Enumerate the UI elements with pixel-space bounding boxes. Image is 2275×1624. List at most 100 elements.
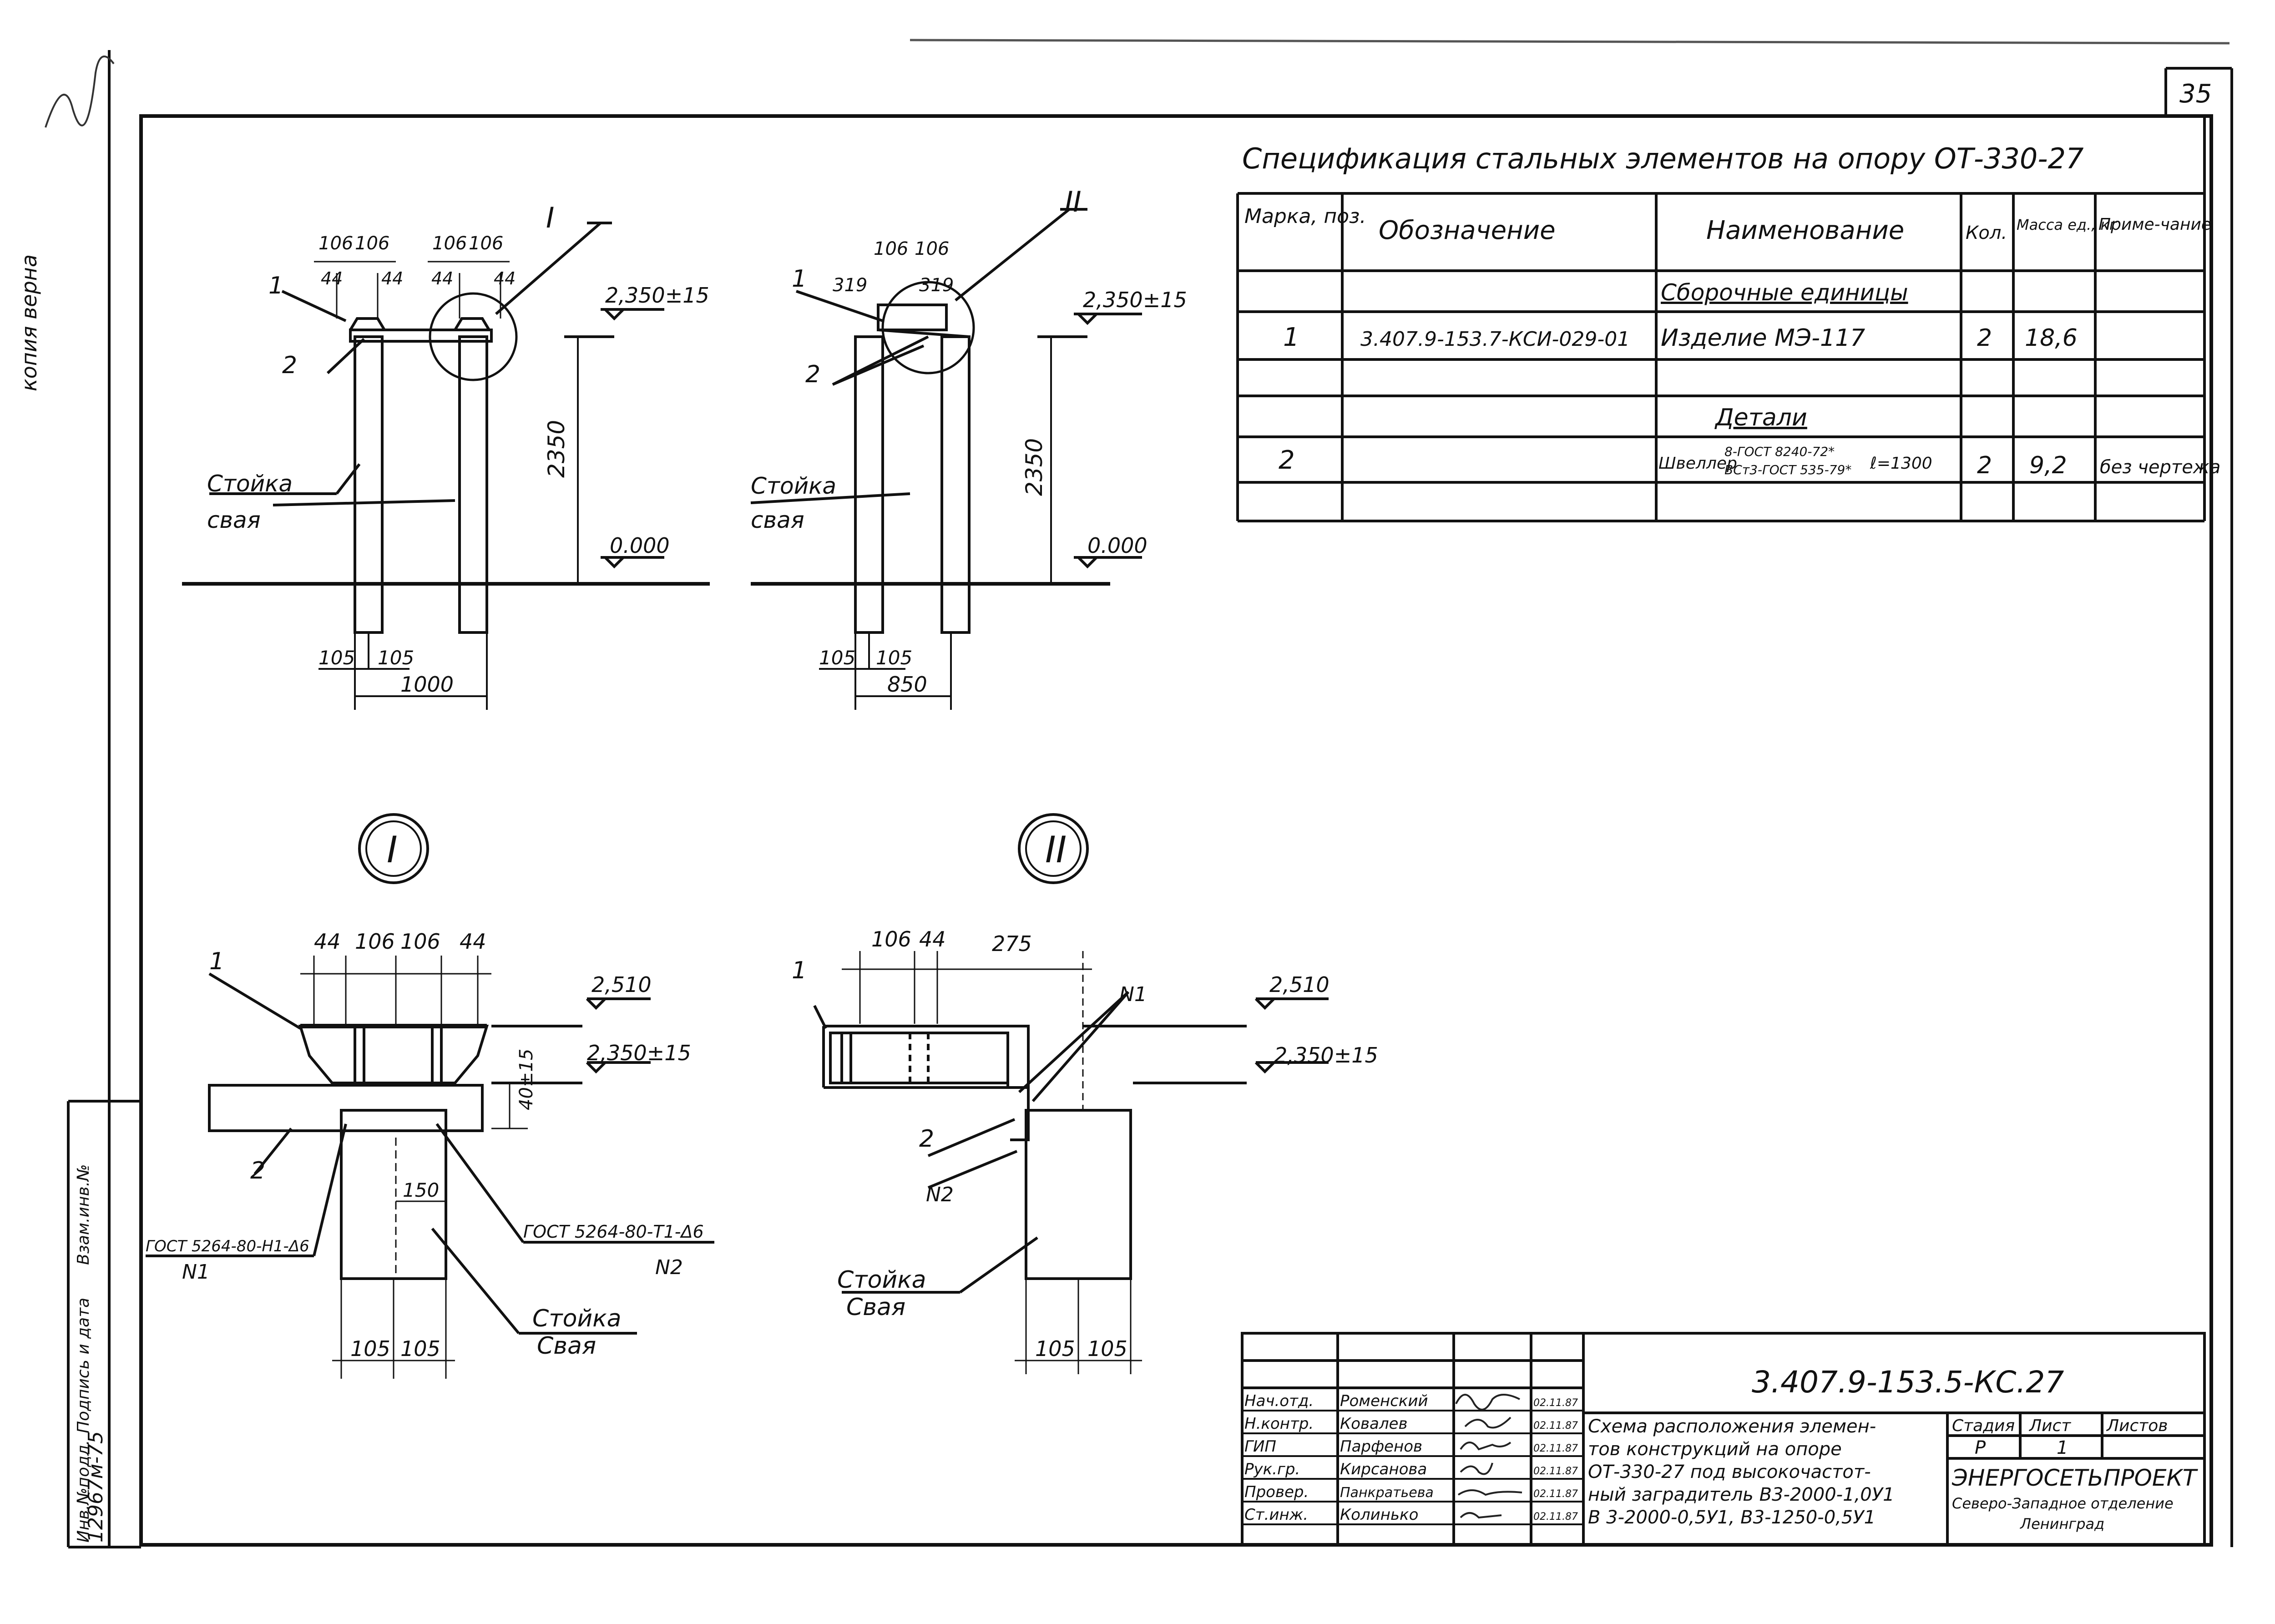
elev1-dim-106d: 106 <box>469 233 503 254</box>
spec-row1-qty: 2 <box>1977 324 1992 352</box>
spec-header-code: Обозначение <box>1379 216 1556 245</box>
tb-date-2: 02.11.87 <box>1533 1420 1578 1432</box>
spec-group-assembly: Сборочные единицы <box>1661 279 1908 306</box>
det1-width-dim: 150 <box>403 1179 439 1201</box>
tb-date-1: 02.11.87 <box>1533 1397 1578 1409</box>
det2-dim-44: 44 <box>919 927 946 951</box>
callout-I-label: I <box>546 201 554 234</box>
spec-group-details: Детали <box>1714 404 1807 431</box>
elev1-dim-105b: 105 <box>378 647 414 669</box>
spec-title: Спецификация стальных элементов на опору… <box>1242 142 2084 175</box>
det1-level-top: 2,510 <box>592 972 652 997</box>
elev1-dim-106a: 106 <box>318 233 353 254</box>
elev2-dim-106b: 106 <box>915 238 949 259</box>
detail-II-title: II <box>1045 829 1067 871</box>
elev1-post-label-2: свая <box>207 507 261 533</box>
det1-pos-1: 1 <box>209 948 224 975</box>
elev1-dim-1000: 1000 <box>400 672 454 697</box>
title-line-2: тов конструкций на опоре <box>1588 1439 1842 1460</box>
elev2-dim-319b: 319 <box>919 275 954 296</box>
spec-header-qty: Кол. <box>1966 223 2007 243</box>
det2-dim-105a: 105 <box>1035 1336 1075 1361</box>
det2-weld-n2: N2 <box>926 1183 954 1206</box>
org-name: ЭНЕРГОСЕТЬПРОЕКТ <box>1951 1465 2198 1491</box>
side-label-sign: Подпись и дата <box>74 1298 93 1433</box>
tb-name-5: Панкратьева <box>1340 1485 1434 1501</box>
elev1-dim-44d: 44 <box>494 268 516 288</box>
det1-weld-left: ГОСТ 5264-80-Н1-Δ6 <box>146 1237 309 1255</box>
stage-label: Стадия <box>1952 1417 2015 1435</box>
title-block <box>1241 1332 2206 1546</box>
spec-row2-name-b: 8-ГОСТ 8240-72* <box>1724 444 1835 459</box>
elev2-post-label-2: свая <box>751 507 804 533</box>
elev1-dim-106b: 106 <box>355 233 389 254</box>
elev1-dim-106c: 106 <box>432 233 467 254</box>
tb-role-4: Рук.гр. <box>1244 1460 1300 1478</box>
elevation-2 <box>750 208 1142 710</box>
spec-row2-mass: 9,2 <box>2029 452 2067 479</box>
tb-name-6: Колинько <box>1340 1506 1418 1524</box>
tb-role-2: Н.контр. <box>1244 1415 1314 1433</box>
elev1-pos-1: 1 <box>268 272 283 299</box>
det1-dim-106b: 106 <box>400 929 440 954</box>
elev1-level-top: 2,350±15 <box>605 283 709 308</box>
det2-pos-2: 2 <box>919 1125 934 1153</box>
tb-role-5: Провер. <box>1244 1483 1309 1501</box>
tb-role-1: Нач.отд. <box>1244 1392 1314 1410</box>
spec-header-mass: Масса ед., кг <box>2017 216 2117 233</box>
spec-row1-name: Изделие МЭ-117 <box>1661 324 1865 352</box>
elev2-dim-319a: 319 <box>833 275 867 296</box>
spec-row2-pos: 2 <box>1279 445 1295 475</box>
elev2-pos-1: 1 <box>792 265 807 293</box>
det1-dim-105b: 105 <box>400 1336 440 1361</box>
det1-dim-44b: 44 <box>460 929 486 954</box>
det1-level-mid: 2,350±15 <box>587 1041 691 1065</box>
tb-name-4: Кирсанова <box>1340 1460 1427 1478</box>
det1-height-dim: 40±15 <box>516 1049 537 1110</box>
det1-weld-right: ГОСТ 5264-80-Т1-Δ6 <box>523 1222 704 1242</box>
tb-name-2: Ковалев <box>1340 1415 1408 1433</box>
det2-dim-106: 106 <box>871 927 911 951</box>
elevation-1 <box>182 222 710 710</box>
spec-row2-note: без чертежа <box>2100 457 2220 478</box>
tb-role-3: ГИП <box>1244 1437 1276 1456</box>
elev1-dim-44c: 44 <box>431 268 453 288</box>
det2-dim-105b: 105 <box>1087 1336 1127 1361</box>
det1-dim-105a: 105 <box>350 1336 390 1361</box>
det1-post-label-2: Свая <box>537 1332 596 1360</box>
det2-pos-1: 1 <box>792 957 807 984</box>
detail-I-title: I <box>387 829 398 871</box>
elev2-dim-105b: 105 <box>876 647 912 669</box>
det1-pos-2: 2 <box>250 1157 265 1184</box>
page-number: 35 <box>2179 79 2212 109</box>
inv-number: 12967м-75 <box>84 1431 107 1543</box>
elev1-post-label-1: Стойка <box>207 471 293 497</box>
det2-level-top: 2,510 <box>1269 972 1330 997</box>
elev2-level-top: 2,350±15 <box>1083 288 1187 312</box>
det2-post-label-1: Стойка <box>837 1266 926 1294</box>
tb-name-3: Парфенов <box>1340 1437 1422 1456</box>
sheets-label: Листов <box>2106 1417 2168 1435</box>
detail-1 <box>146 813 714 1379</box>
tb-date-4: 02.11.87 <box>1533 1466 1578 1477</box>
spec-table <box>1236 116 2206 522</box>
sheet-border <box>139 114 2213 1547</box>
title-line-1: Схема расположения элемен- <box>1588 1416 1876 1437</box>
elev2-dim-105a: 105 <box>819 647 855 669</box>
spec-header-name: Наименование <box>1706 216 1904 245</box>
copy-note: копия верна <box>17 254 41 391</box>
tb-date-5: 02.11.87 <box>1533 1488 1578 1500</box>
side-label-inv: Инв.№подл. <box>74 1440 93 1543</box>
org-branch: Северо-Западное отделение <box>1952 1495 2174 1512</box>
title-line-4: ный заградитель В3-2000-1,0У1 <box>1588 1484 1895 1505</box>
title-line-5: В 3-2000-0,5У1, В3-1250-0,5У1 <box>1588 1507 1876 1528</box>
elev1-dim-105a: 105 <box>318 647 355 669</box>
tb-date-3: 02.11.87 <box>1533 1443 1578 1454</box>
spec-header-note: Приме-чание <box>2098 215 2211 234</box>
elev1-height: 2350 <box>543 420 570 478</box>
sheet-label: Лист <box>2028 1417 2071 1435</box>
det2-dim-275: 275 <box>992 931 1032 956</box>
spec-row1-code: 3.407.9-153.7-КСИ-029-01 <box>1360 328 1630 351</box>
spec-row2-name-a: Швеллер <box>1658 454 1737 473</box>
elev2-level-ground: 0.000 <box>1087 533 1148 558</box>
